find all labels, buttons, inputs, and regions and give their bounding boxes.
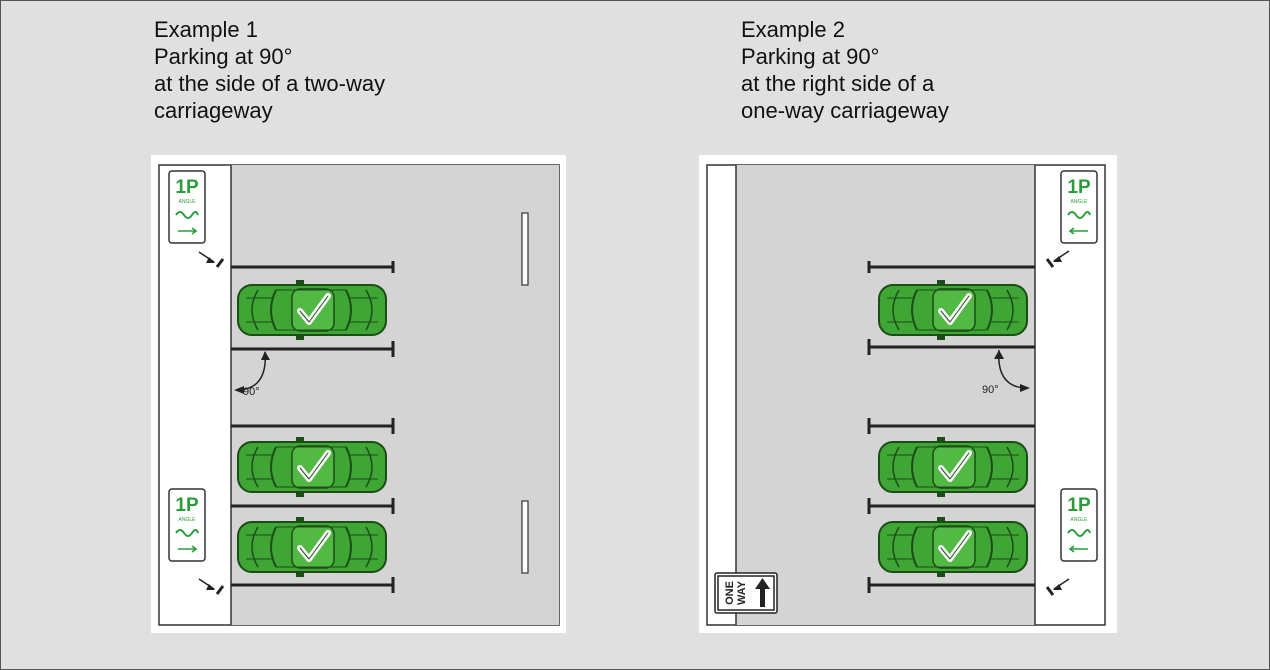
parked-car bbox=[238, 437, 386, 497]
arrow-right-icon bbox=[178, 227, 198, 235]
parked-car bbox=[879, 280, 1027, 340]
sign-sub-text: ANGLE bbox=[179, 199, 197, 205]
angle-parking-symbol bbox=[1067, 529, 1091, 537]
parked-car bbox=[879, 437, 1027, 497]
arrow-left-icon bbox=[1068, 545, 1088, 553]
one-way-text-way: WAY bbox=[736, 580, 748, 605]
one-way-text-one: ONE bbox=[724, 581, 736, 605]
sign-main-text: 1P bbox=[1067, 495, 1091, 516]
parking-sign: 1P ANGLE bbox=[168, 170, 206, 244]
example-1-title: Example 1 bbox=[154, 17, 258, 42]
angle-parking-symbol bbox=[1067, 211, 1091, 219]
angle-indicator: 90° bbox=[234, 351, 270, 398]
arrow-left-icon bbox=[1068, 227, 1088, 235]
sign-main-text: 1P bbox=[175, 177, 199, 198]
sign-arrow-icon bbox=[198, 251, 225, 268]
sign-main-text: 1P bbox=[1067, 177, 1091, 198]
example-2-caption: Example 2 Parking at 90° at the right si… bbox=[741, 16, 949, 124]
angle-parking-symbol bbox=[175, 211, 199, 219]
bay-line bbox=[867, 418, 1035, 434]
sign-arrow-icon bbox=[1045, 250, 1070, 268]
arrow-right-icon bbox=[178, 545, 198, 553]
example-2-line-3: one-way carriageway bbox=[741, 98, 949, 123]
example-2-title: Example 2 bbox=[741, 17, 845, 42]
sign-arrow-icon bbox=[198, 578, 225, 595]
parking-sign: 1P ANGLE bbox=[168, 488, 206, 562]
bay-line bbox=[867, 577, 1035, 593]
parking-sign: 1P ANGLE bbox=[1060, 170, 1098, 244]
sign-arrow-icon bbox=[1045, 578, 1070, 596]
bay-line bbox=[231, 577, 395, 593]
sign-sub-text: ANGLE bbox=[1071, 517, 1089, 523]
parked-car bbox=[238, 517, 386, 577]
parked-car bbox=[238, 280, 386, 340]
sign-main-text: 1P bbox=[175, 495, 199, 516]
centre-line-dash bbox=[521, 500, 529, 574]
angle-label: 90° bbox=[982, 384, 999, 396]
parking-sign: 1P ANGLE bbox=[1060, 488, 1098, 562]
bay-line bbox=[867, 339, 1035, 355]
angle-parking-symbol bbox=[175, 529, 199, 537]
angle-indicator: 90° bbox=[982, 349, 1030, 396]
example-1-line-2: at the side of a two-way bbox=[154, 71, 386, 96]
example-2-diagram: 90° 1P ANGLE 1P ANGLE bbox=[699, 155, 1117, 633]
bay-line bbox=[231, 261, 395, 273]
parked-car bbox=[879, 517, 1027, 577]
one-way-sign: ONE WAY bbox=[714, 572, 778, 614]
bay-line bbox=[867, 498, 1035, 514]
example-1-line-1: Parking at 90° bbox=[154, 44, 293, 69]
example-1-diagram: 90° 1P ANGLE 1P ANGLE bbox=[151, 155, 566, 633]
arrow-up-icon bbox=[755, 578, 770, 607]
example-2-line-1: Parking at 90° bbox=[741, 44, 880, 69]
bay-line bbox=[867, 261, 1035, 273]
example-1-line-3: carriageway bbox=[154, 98, 273, 123]
angle-label: 90° bbox=[243, 386, 260, 398]
centre-line-dash bbox=[521, 212, 529, 286]
bay-line bbox=[231, 498, 395, 514]
bay-line bbox=[231, 341, 395, 357]
sign-sub-text: ANGLE bbox=[179, 517, 197, 523]
sign-sub-text: ANGLE bbox=[1071, 199, 1089, 205]
example-2-line-2: at the right side of a bbox=[741, 71, 935, 96]
bay-line bbox=[231, 418, 395, 434]
example-1-caption: Example 1 Parking at 90° at the side of … bbox=[154, 16, 385, 124]
